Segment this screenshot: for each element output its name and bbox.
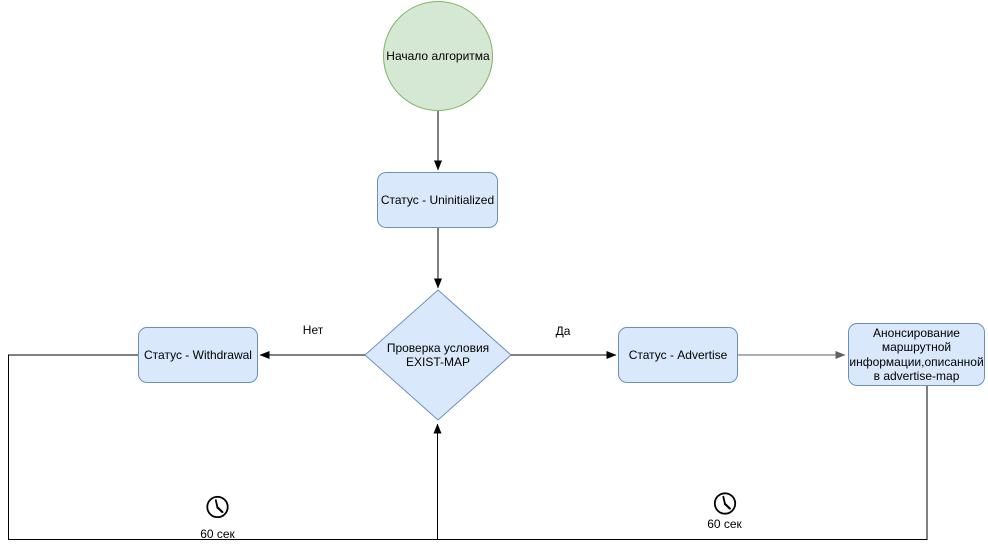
node-status-uninitialized-label: Статус - Uninitialized [380,192,495,207]
node-status-advertise: Статус - Advertise [618,327,738,383]
decision-text: Проверка условия EXIST-MAP [386,340,490,369]
timer-label-right: 60 сек [707,517,742,531]
timer-label-left: 60 сек [200,527,235,541]
node-status-withdrawal: Статус - Withdrawal [138,327,258,383]
edge-announce-loop [437,386,928,540]
clock-icon [713,492,737,515]
edge-withdrawal-loop [8,354,438,540]
node-announce-label: Анонсирование маршрутной информации,опис… [849,325,984,383]
node-status-withdrawal-label: Статус - Withdrawal [144,347,252,362]
decision-diamond-shape [364,289,512,421]
node-start-label: Начало алгоритма [386,48,490,63]
node-announce: Анонсирование маршрутной информации,опис… [848,323,985,386]
node-status-advertise-label: Статус - Advertise [628,347,728,362]
node-status-uninitialized: Статус - Uninitialized [377,172,498,228]
clock-icon [206,495,229,519]
edge-label-no: Нет [302,323,324,337]
node-decision-label: Проверка условия EXIST-MAP [378,325,498,385]
node-start: Начало алгоритма [383,1,493,111]
edge-label-yes: Да [555,324,571,338]
